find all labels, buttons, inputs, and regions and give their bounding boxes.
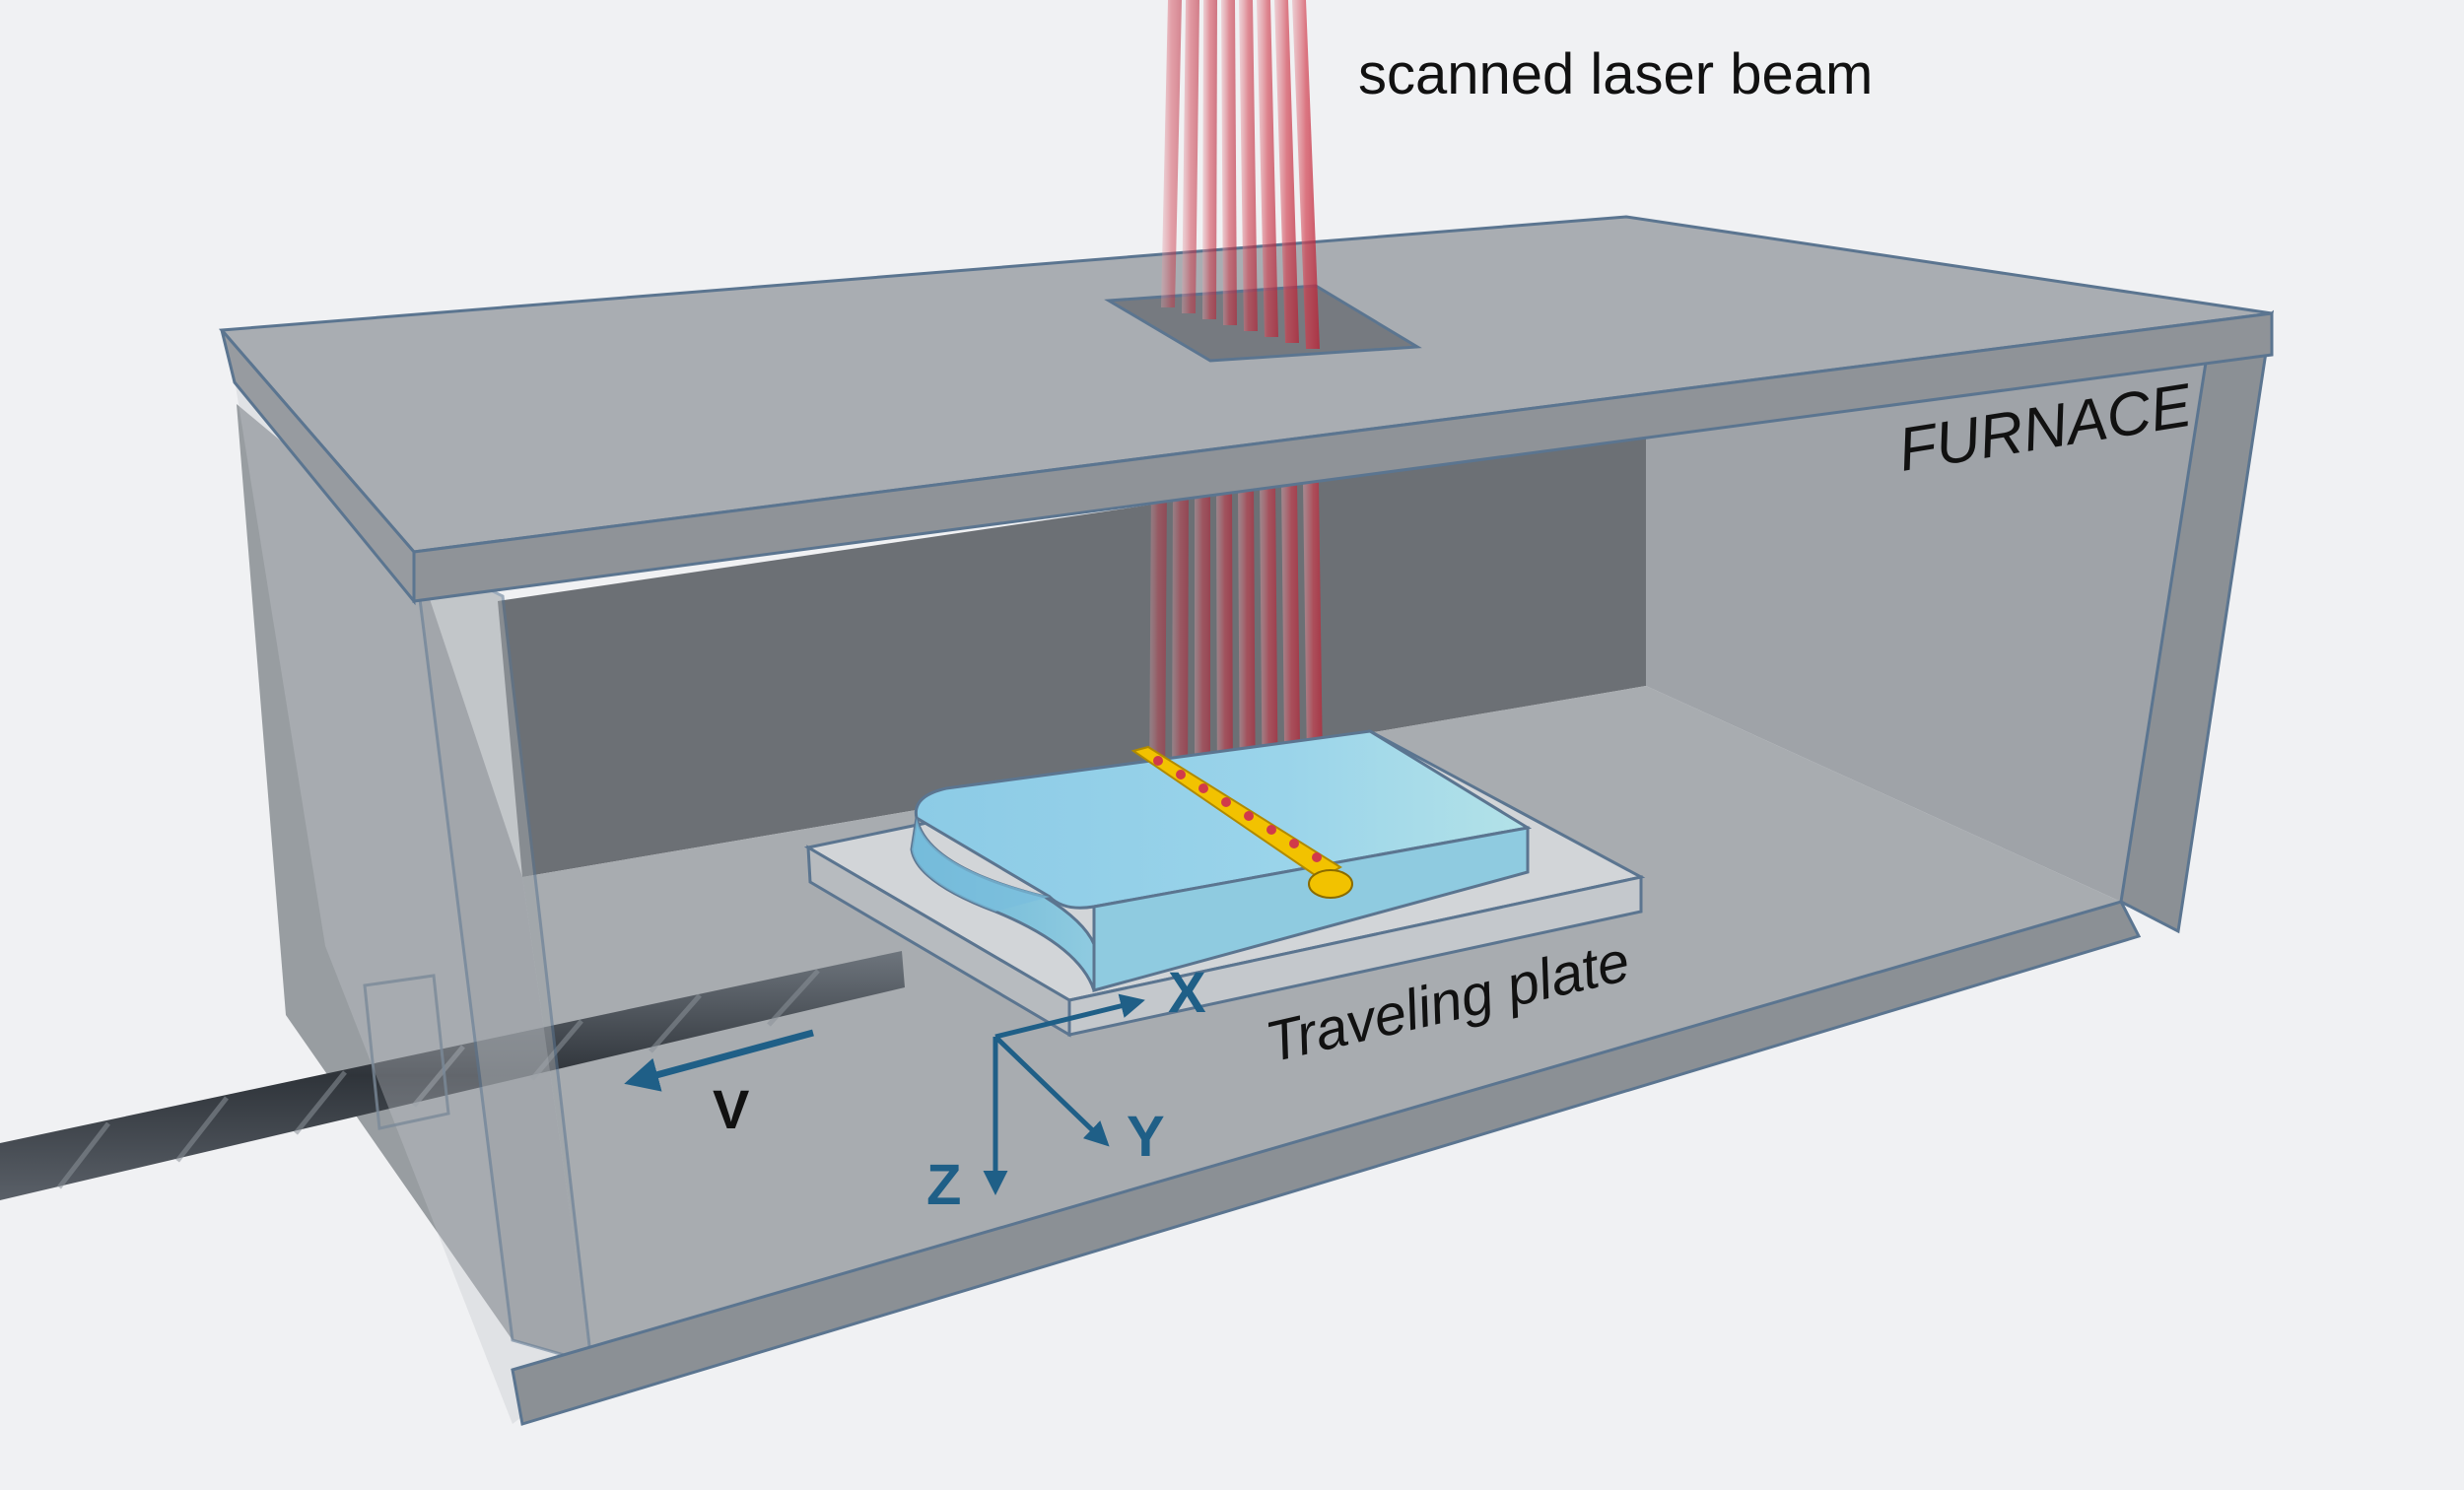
axis-x-label: X — [1168, 961, 1206, 1025]
furnace-top-left-edge — [220, 329, 416, 606]
furnace-right-wall — [1646, 363, 2206, 902]
velocity-label: V — [713, 1078, 749, 1140]
velocity-arrow: V — [624, 1029, 814, 1140]
laser-label: scanned laser beam — [1358, 42, 1873, 106]
xyz-axis-triad: X Y Z — [926, 961, 1206, 1217]
furnace-back-wall — [498, 432, 1646, 877]
beam-spots — [1153, 756, 1322, 862]
furnace-front-frame — [227, 309, 2275, 1426]
arrow-left-icon — [624, 1029, 814, 1092]
melt-pool — [1308, 869, 1353, 899]
laser-beams-upper — [1161, 0, 1320, 349]
sample-left-end — [912, 818, 1050, 912]
furnace-bottom-edge — [511, 900, 2142, 1426]
melt-track — [1130, 745, 1342, 881]
plate-right-edge — [1067, 875, 1643, 1037]
sample-block — [910, 729, 1533, 992]
axis-z-label: Z — [926, 1153, 961, 1217]
axis-y-label: Y — [1127, 1105, 1165, 1169]
sample-right — [1092, 826, 1530, 992]
furnace-top — [218, 215, 2274, 606]
